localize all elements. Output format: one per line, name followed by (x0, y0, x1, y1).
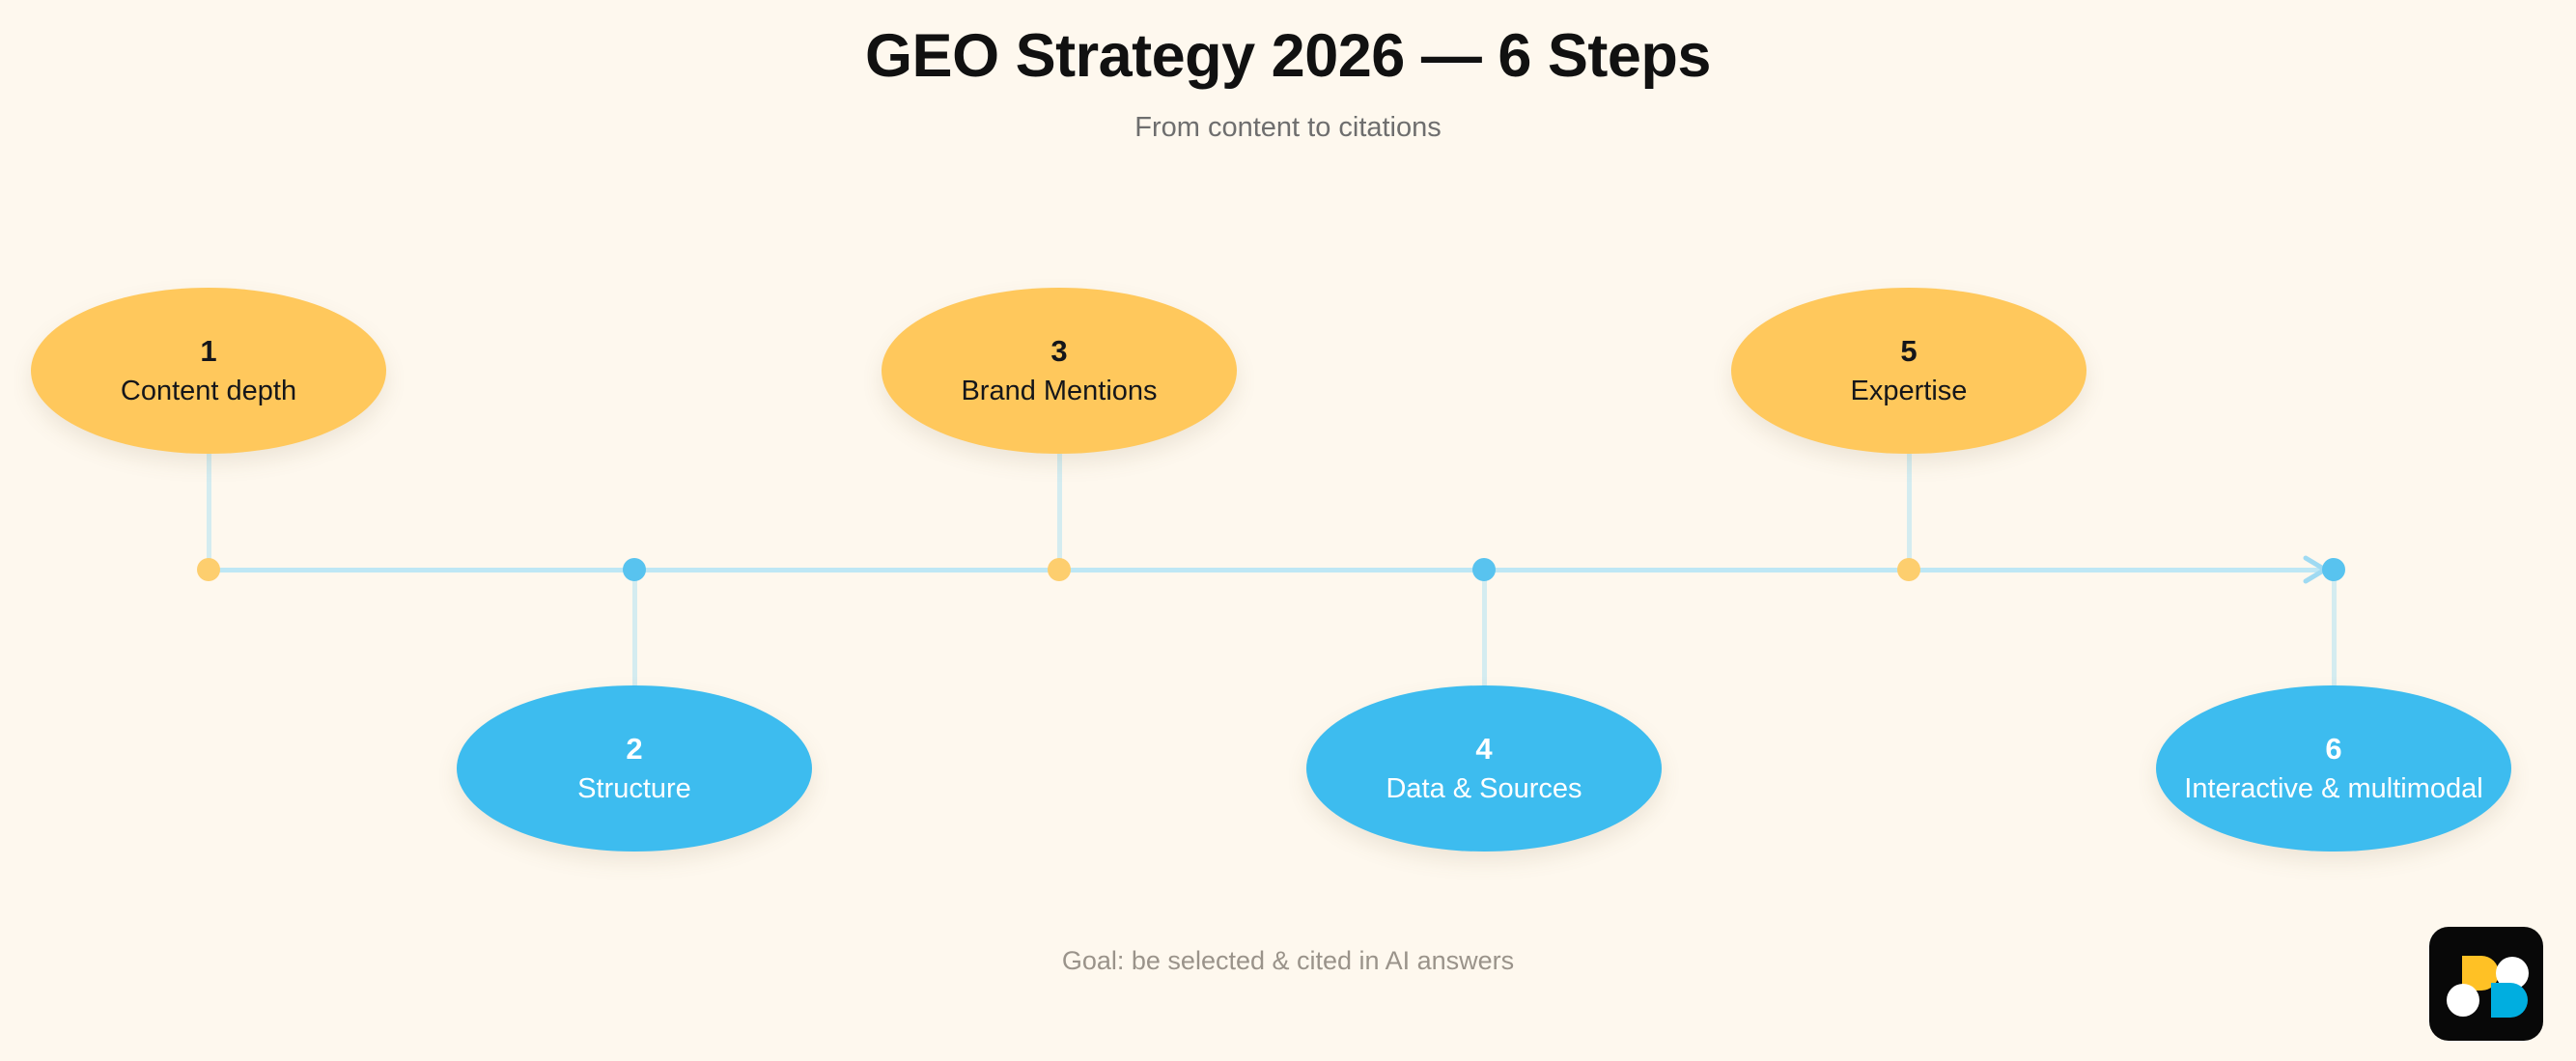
timeline-dot-1[interactable] (197, 558, 220, 581)
timeline-axis-line (208, 568, 2337, 572)
step-label-5: Expertise (1850, 376, 1968, 406)
brand-logo-mark-icon (2447, 956, 2529, 1018)
logo-yellow-dcap-icon (2462, 956, 2499, 991)
timeline-dot-2[interactable] (623, 558, 646, 581)
brand-logo (2429, 927, 2543, 1041)
step-number-1: 1 (200, 334, 217, 368)
step-connector-4 (1482, 568, 1487, 685)
step-connector-6 (2332, 568, 2337, 685)
page-title: GEO Strategy 2026 — 6 Steps (865, 22, 1711, 90)
logo-white-circle-top-icon (2496, 957, 2529, 990)
step-connector-5 (1907, 454, 1912, 572)
logo-blue-dcap-icon (2491, 983, 2528, 1018)
timeline-dot-5[interactable] (1897, 558, 1920, 581)
timeline-dot-4[interactable] (1472, 558, 1496, 581)
step-connector-2 (632, 568, 637, 685)
step-number-5: 5 (1900, 334, 1918, 368)
step-connector-3 (1057, 454, 1062, 572)
step-label-2: Structure (577, 773, 691, 804)
step-number-3: 3 (1050, 334, 1068, 368)
step-label-1: Content depth (120, 376, 297, 406)
timeline-dot-3[interactable] (1048, 558, 1071, 581)
page-subtitle: From content to citations (1134, 112, 1442, 144)
timeline-dot-6[interactable] (2322, 558, 2345, 581)
step-connector-1 (207, 454, 211, 572)
step-number-2: 2 (626, 732, 643, 766)
footer-goal-note: Goal: be selected & cited in AI answers (1061, 946, 1515, 975)
step-number-6: 6 (2325, 732, 2342, 766)
step-label-4: Data & Sources (1386, 773, 1582, 804)
header: GEO Strategy 2026 — 6 Steps From content… (0, 0, 2576, 144)
logo-white-circle-bottom-icon (2447, 984, 2479, 1017)
step-label-3: Brand Mentions (961, 376, 1158, 406)
step-number-4: 4 (1475, 732, 1493, 766)
step-label-6: Interactive & multimodal (2184, 773, 2483, 804)
